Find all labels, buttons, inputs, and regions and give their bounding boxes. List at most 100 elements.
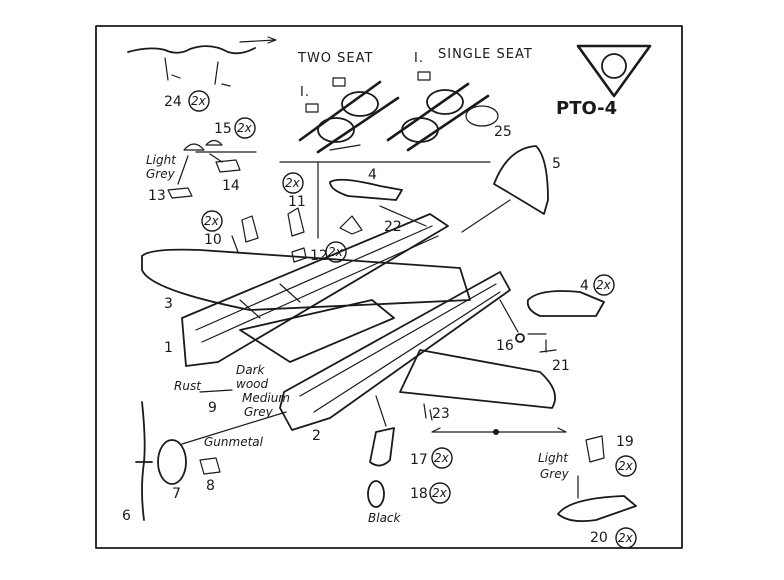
part-17-gear-leg: [369, 427, 395, 467]
part-10-multiplier: 2x: [204, 214, 220, 228]
part-11-multiplier-ring: [282, 172, 304, 194]
part-4-tailplane-top: [329, 178, 403, 201]
part-25-number: 25: [494, 124, 512, 140]
part-24-number: 24: [164, 94, 182, 110]
cockpit-floor: [239, 299, 395, 363]
light-grey-note-2: Light: [538, 451, 569, 465]
part-11-seat: [287, 207, 305, 237]
part-8-shape: [199, 457, 221, 475]
part-9-shape: [199, 389, 233, 393]
part-12-shape: [291, 247, 307, 263]
part-2-fuselage-half: [279, 271, 511, 431]
part-23-shape: [423, 403, 433, 421]
rust-note: Rust: [174, 379, 202, 393]
part-23-number: 23: [432, 406, 450, 422]
part-19-multiplier: 2x: [618, 459, 634, 473]
logo-text: PTO-4: [556, 98, 617, 119]
part-1-inner-lines: [195, 225, 439, 343]
part-5-fin: [493, 145, 549, 215]
part-3-number: 3: [164, 296, 173, 312]
part-a-shape: [183, 143, 205, 151]
part-20-number: 20: [590, 530, 608, 546]
gunmetal-note: Gunmetal: [204, 435, 264, 449]
two-seat-canopy-diagram: [298, 77, 400, 154]
part-20-multiplier-ring: [615, 527, 637, 549]
part-24-diagram: [127, 36, 277, 87]
single-seat-roman: I.: [414, 51, 424, 66]
part-19-number: 19: [616, 434, 634, 450]
part-13-shape: [167, 187, 193, 199]
part-18-multiplier: 2x: [432, 486, 448, 500]
medium-grey-note: Medium: [242, 391, 290, 405]
light-grey-note-1b: Grey: [146, 167, 176, 181]
part-17-multiplier: 2x: [434, 451, 450, 465]
part-1-fuselage-half: [181, 213, 449, 367]
part-4-multiplier: 2x: [596, 278, 612, 292]
part-21-shape: [539, 339, 557, 353]
medium-grey-note-b: Grey: [244, 405, 274, 419]
part-11-number: 11: [288, 194, 306, 210]
part-15-shape: [205, 139, 223, 146]
part-15-multiplier-ring: [234, 117, 256, 139]
part-17-multiplier-ring: [431, 447, 453, 469]
part-20-shape: [557, 495, 637, 523]
part-19-shape: [585, 435, 605, 463]
part-6-number: 6: [122, 508, 131, 524]
gear-alignment-dot: [493, 429, 499, 435]
light-grey-note-1: Light: [146, 153, 177, 167]
part-11-multiplier: 2x: [285, 176, 301, 190]
part-22-shape: [339, 215, 363, 235]
single-seat-label: SINGLE SEAT: [438, 47, 533, 62]
light-grey-note-2b: Grey: [540, 467, 570, 481]
part-17-number: 17: [410, 452, 428, 468]
upper-assembly-arrows: [279, 161, 491, 239]
part-16-shape: [515, 333, 525, 343]
part-7-spinner: [157, 439, 187, 485]
single-seat-canopy-diagram: [386, 71, 499, 152]
part-16-21-arrows: [499, 299, 547, 335]
part-2-number: 2: [312, 428, 321, 444]
part-20-multiplier: 2x: [618, 531, 634, 545]
part-14-shape: [215, 159, 241, 173]
part-4-tailplane-right: [526, 290, 605, 317]
part-24-multiplier: 2x: [191, 94, 207, 108]
two-seat-label: TWO SEAT: [297, 51, 373, 66]
part-15-number: 15: [214, 121, 232, 137]
part-24-multiplier-ring: [188, 90, 210, 112]
part-15-multiplier: 2x: [237, 121, 253, 135]
two-seat-roman: I.: [300, 85, 310, 100]
part-5-number: 5: [552, 156, 561, 172]
part-10-seat: [231, 215, 259, 253]
part-8-number: 8: [206, 478, 215, 494]
part-13-number: 13: [148, 188, 166, 204]
part-12-number: 12: [310, 248, 328, 264]
part-6-propeller: [135, 401, 153, 521]
black-note: Black: [368, 511, 402, 525]
part-13-14-arrows: [177, 151, 257, 185]
part-2-inner-lines: [299, 283, 501, 413]
part-4-number-right: 4: [580, 278, 589, 294]
part-18-multiplier-ring: [429, 482, 451, 504]
part-19-multiplier-ring: [615, 455, 637, 477]
sheet-border: [95, 25, 683, 549]
manufacturer-logo: [576, 44, 652, 98]
part-3-wing: [141, 248, 471, 311]
part-10-number: 10: [204, 232, 222, 248]
prop-assembly-arrow: [181, 411, 287, 445]
part-14-number: 14: [222, 178, 240, 194]
part-18-wheel: [367, 480, 385, 508]
part-21-number: 21: [552, 358, 570, 374]
part-7-number: 7: [172, 486, 181, 502]
part-1-number: 1: [164, 340, 173, 356]
gear-arrows: [375, 395, 567, 433]
part-16-number: 16: [496, 338, 514, 354]
part-9-number: 9: [208, 400, 217, 416]
part-18-number: 18: [410, 486, 428, 502]
dark-wood-note: Dark: [236, 363, 266, 377]
part-12-multiplier-ring: [325, 241, 347, 263]
lower-wing-right: [399, 349, 556, 409]
part-10-multiplier-ring: [201, 210, 223, 232]
part-4-multiplier-ring: [593, 274, 615, 296]
dark-wood-note-b: wood: [236, 377, 268, 391]
